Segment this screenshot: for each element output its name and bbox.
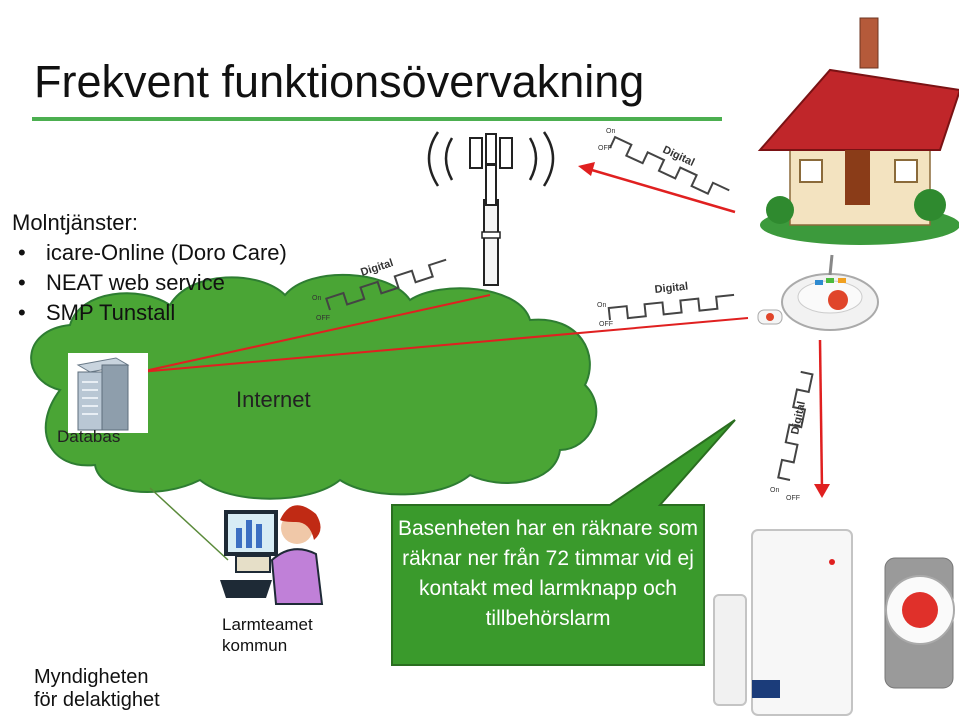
signal-label-off-4: OFF [786,495,800,502]
cloud-service-item: icare-Online (Doro Care) [12,238,287,268]
db-to-base-link [139,317,749,373]
signal-label-digital-4: Digital [789,400,808,435]
alarm-team-line-2: kommun [222,636,288,655]
authority-line-1: Myndigheten [34,666,149,688]
door-sensor-icon [713,529,853,716]
authority-label: Myndigheten för delaktighet [34,666,160,712]
signal-label-off-2: OFF [599,321,613,328]
database-server-icon [68,353,148,433]
page-title: Frekvent funktionsövervakning [34,56,645,107]
alarm-team-line-1: Larmteamet [222,615,313,634]
house-to-tower-link [584,166,736,214]
callout-bubble [391,419,736,666]
signal-label-digital-2: Digital [654,281,689,296]
signal-label-on-1: On [312,295,321,302]
cloud-service-item: NEAT web service [12,268,287,298]
cloud-service-item: SMP Tunstall [12,298,287,328]
signal-wave-1 [325,258,447,311]
internet-label: Internet [236,387,311,412]
cloud-services-heading: Molntjänster: [12,210,138,235]
signal-label-on-3: On [606,128,615,135]
cell-tower-icon [427,131,555,286]
arrow-to-tower [578,162,595,176]
connection-lines [139,162,830,561]
cloud-to-operator-link [149,487,229,561]
signal-wave-4 [777,370,814,481]
house-icon [757,17,959,245]
cloud-services-items: icare-Online (Doro Care) NEAT web servic… [12,238,287,328]
signal-label-off-3: OFF [598,145,612,152]
digital-signal-waves [325,135,814,481]
signal-label-digital-1: Digital [359,257,395,279]
signal-label-on-2: On [597,302,606,309]
callout-text: Basenheten har en räknare som räknar ner… [397,517,699,630]
title-underline [32,117,722,121]
alarm-team-label: Larmteamet kommun [222,614,313,656]
signal-label-off-1: OFF [316,315,330,322]
signal-wave-3 [609,135,730,195]
arrow-to-sensor [814,484,830,498]
db-to-tower-link [139,294,491,373]
signal-wave-2 [607,293,735,321]
alarm-button-icon [884,557,955,689]
database-label: Databas [57,427,121,446]
signal-label-on-4: On [770,487,779,494]
signal-label-digital-3: Digital [661,144,697,169]
base-to-sensor-link [818,339,824,491]
base-station-icon [757,254,879,331]
authority-line-2: för delaktighet [34,689,160,711]
cloud-services-list: Molntjänster: icare-Online (Doro Care) N… [12,208,287,328]
operator-at-computer-icon [220,505,324,605]
